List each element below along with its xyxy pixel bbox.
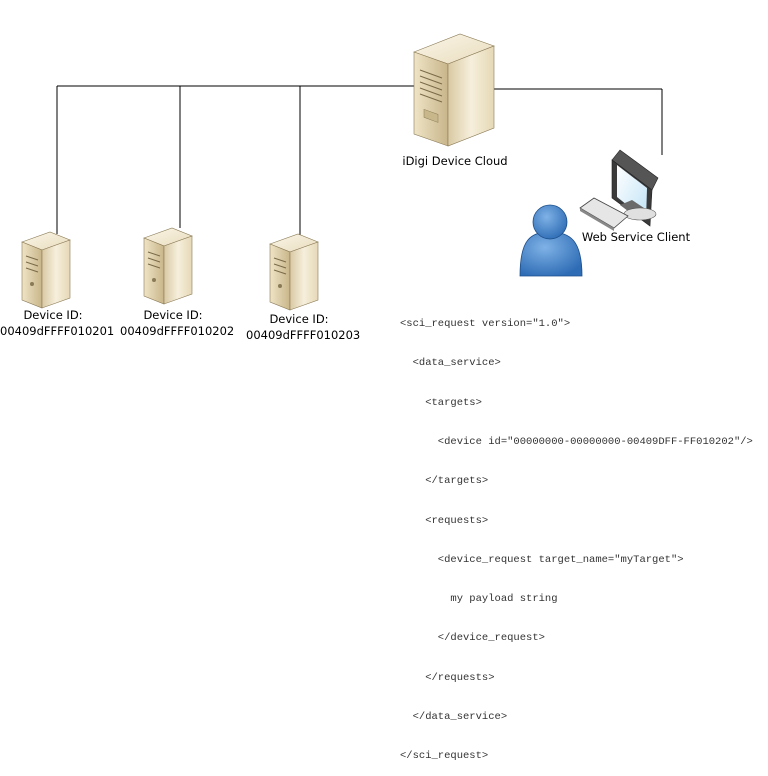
client-label: Web Service Client [581, 230, 691, 244]
device-label-2: Device ID: 00409dFFFF010202 [120, 307, 235, 339]
device-server-icon-3 [269, 233, 319, 311]
device-label-1-title: Device ID: [23, 308, 83, 322]
device-label-2-title: Device ID: [143, 308, 203, 322]
user-icon [519, 204, 583, 277]
code-line: <targets> [400, 396, 482, 409]
code-line: </requests> [400, 671, 495, 684]
keyboard-icon [579, 197, 629, 231]
cloud-label: iDigi Device Cloud [402, 154, 508, 168]
code-line: <device_request target_name="myTarget"> [400, 553, 684, 566]
code-line: </device_request> [400, 632, 545, 645]
device-label-3: Device ID: 00409dFFFF010203 [246, 311, 361, 343]
monitor-icon [611, 149, 659, 227]
code-line: </targets> [400, 475, 489, 488]
code-line: <requests> [400, 514, 489, 527]
device-label-1-id: 00409dFFFF010201 [0, 324, 115, 338]
device-server-icon-2 [143, 227, 193, 305]
network-lines [56, 85, 663, 236]
device-label-1: Device ID: 00409dFFFF010201 [0, 307, 115, 339]
code-line: </data_service> [400, 711, 508, 723]
code-line: </sci_request> [400, 750, 489, 763]
code-line: <device id="00000000-00000000-00409DFF-F… [400, 436, 753, 449]
device-label-3-title: Device ID: [269, 312, 329, 326]
code-line: my payload string [400, 593, 558, 606]
device-label-3-id: 00409dFFFF010203 [246, 328, 361, 342]
device-label-2-id: 00409dFFFF010202 [120, 324, 235, 338]
device-server-icon-1 [21, 231, 71, 309]
sci-request-code: <sci_request version="1.0"> <data_servic… [400, 292, 753, 776]
cloud-server-icon [413, 33, 495, 147]
network-diagram [21, 33, 663, 311]
code-line: <sci_request version="1.0"> [400, 318, 571, 331]
code-line: <data_service> [400, 357, 501, 370]
